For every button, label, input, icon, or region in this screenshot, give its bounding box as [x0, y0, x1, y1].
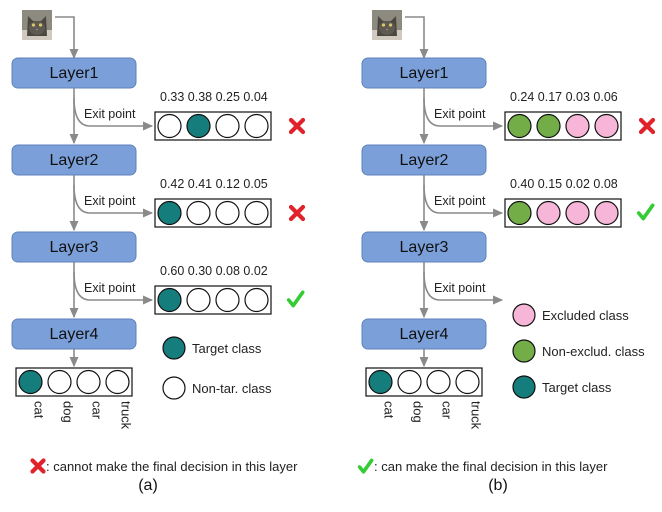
- exit-prediction: [504, 111, 622, 141]
- probability-values: 0.60 0.30 0.08 0.02: [160, 264, 268, 278]
- probability-values: 0.42 0.41 0.12 0.05: [160, 177, 268, 191]
- legend-swatch: [162, 376, 186, 400]
- layer-block: Layer1: [361, 57, 487, 89]
- exit-prediction: [154, 285, 272, 315]
- layer-block: Layer3: [361, 231, 487, 263]
- layer-block: Layer2: [361, 144, 487, 176]
- probability-values: 0.40 0.15 0.02 0.08: [510, 177, 618, 191]
- layer-label: Layer3: [400, 239, 449, 256]
- layer-label: Layer4: [400, 326, 449, 343]
- exit-prediction: [154, 198, 272, 228]
- class-circle: [215, 287, 240, 313]
- panel-label: (b): [488, 477, 508, 494]
- exit-prediction: [504, 198, 622, 228]
- class-circle: [397, 369, 422, 395]
- legend-label: Non-exclud. class: [542, 344, 645, 359]
- class-circle: [536, 113, 561, 139]
- check-mark-icon: [636, 203, 655, 221]
- legend-swatch: [162, 336, 186, 360]
- class-circle: [18, 369, 43, 395]
- class-circle: [76, 369, 101, 395]
- final-prediction: [365, 367, 483, 397]
- layer-block: Layer1: [11, 57, 137, 89]
- cat-photo-icon: [372, 10, 402, 40]
- cross-mark-icon: [30, 458, 46, 474]
- layer-label: Layer2: [50, 152, 99, 169]
- layer-block: Layer3: [11, 231, 137, 263]
- class-circle: [565, 200, 590, 226]
- probability-values: 0.33 0.38 0.25 0.04: [160, 90, 268, 104]
- class-circle: [455, 369, 480, 395]
- class-label: dog: [411, 401, 426, 423]
- cat-photo-icon: [22, 10, 52, 40]
- class-label: car: [440, 401, 455, 420]
- cross-mark-icon: [288, 204, 306, 222]
- class-circle: [244, 287, 269, 313]
- check-mark-icon: [357, 458, 374, 474]
- class-circle: [507, 113, 532, 139]
- class-circle: [157, 113, 182, 139]
- class-label: truck: [119, 401, 134, 430]
- class-circle: [157, 287, 182, 313]
- class-circle: [215, 200, 240, 226]
- class-circle: [368, 369, 393, 395]
- layer-label: Layer4: [50, 326, 99, 343]
- class-circle: [186, 287, 211, 313]
- class-circle: [105, 369, 130, 395]
- legend-label: Excluded class: [542, 308, 629, 323]
- class-label: cat: [32, 401, 47, 419]
- layer-label: Layer2: [400, 152, 449, 169]
- layer-label: Layer3: [50, 239, 99, 256]
- probability-values: 0.24 0.17 0.03 0.06: [510, 90, 618, 104]
- layer-block: Layer4: [361, 318, 487, 350]
- footer-check-text: : can make the final decision in this la…: [374, 459, 608, 474]
- legend-swatch: [512, 375, 536, 399]
- exit-point-label: Exit point: [434, 281, 486, 295]
- legend-label: Non-tar. class: [192, 381, 272, 396]
- exit-point-label: Exit point: [434, 194, 486, 208]
- class-circle: [565, 113, 590, 139]
- class-circle: [186, 200, 211, 226]
- class-circle: [215, 113, 240, 139]
- class-circle: [186, 113, 211, 139]
- layer-block: Layer4: [11, 318, 137, 350]
- cross-mark-icon: [638, 117, 656, 135]
- final-prediction: [15, 367, 133, 397]
- class-circle: [594, 113, 619, 139]
- class-circle: [507, 200, 532, 226]
- class-circle: [536, 200, 561, 226]
- legend-swatch: [512, 339, 536, 363]
- exit-point-label: Exit point: [84, 107, 136, 121]
- check-mark-icon: [286, 290, 305, 308]
- class-circle: [157, 200, 182, 226]
- class-circle: [244, 113, 269, 139]
- footer-cross-text: : cannot make the final decision in this…: [46, 459, 298, 474]
- legend-swatch: [512, 303, 536, 327]
- layer-label: Layer1: [400, 65, 449, 82]
- exit-prediction: [154, 111, 272, 141]
- class-label: truck: [469, 401, 484, 430]
- class-label: car: [90, 401, 105, 420]
- class-circle: [47, 369, 72, 395]
- exit-point-label: Exit point: [84, 194, 136, 208]
- layer-label: Layer1: [50, 65, 99, 82]
- class-circle: [244, 200, 269, 226]
- cross-mark-icon: [288, 117, 306, 135]
- legend-label: Target class: [192, 341, 262, 356]
- class-label: cat: [382, 401, 397, 419]
- class-label: dog: [61, 401, 76, 423]
- exit-point-label: Exit point: [434, 107, 486, 121]
- exit-point-label: Exit point: [84, 281, 136, 295]
- class-circle: [594, 200, 619, 226]
- class-circle: [426, 369, 451, 395]
- panel-label: (a): [138, 477, 158, 494]
- layer-block: Layer2: [11, 144, 137, 176]
- legend-label: Target class: [542, 380, 612, 395]
- footer-legend: : cannot make the final decision in this…: [30, 458, 608, 474]
